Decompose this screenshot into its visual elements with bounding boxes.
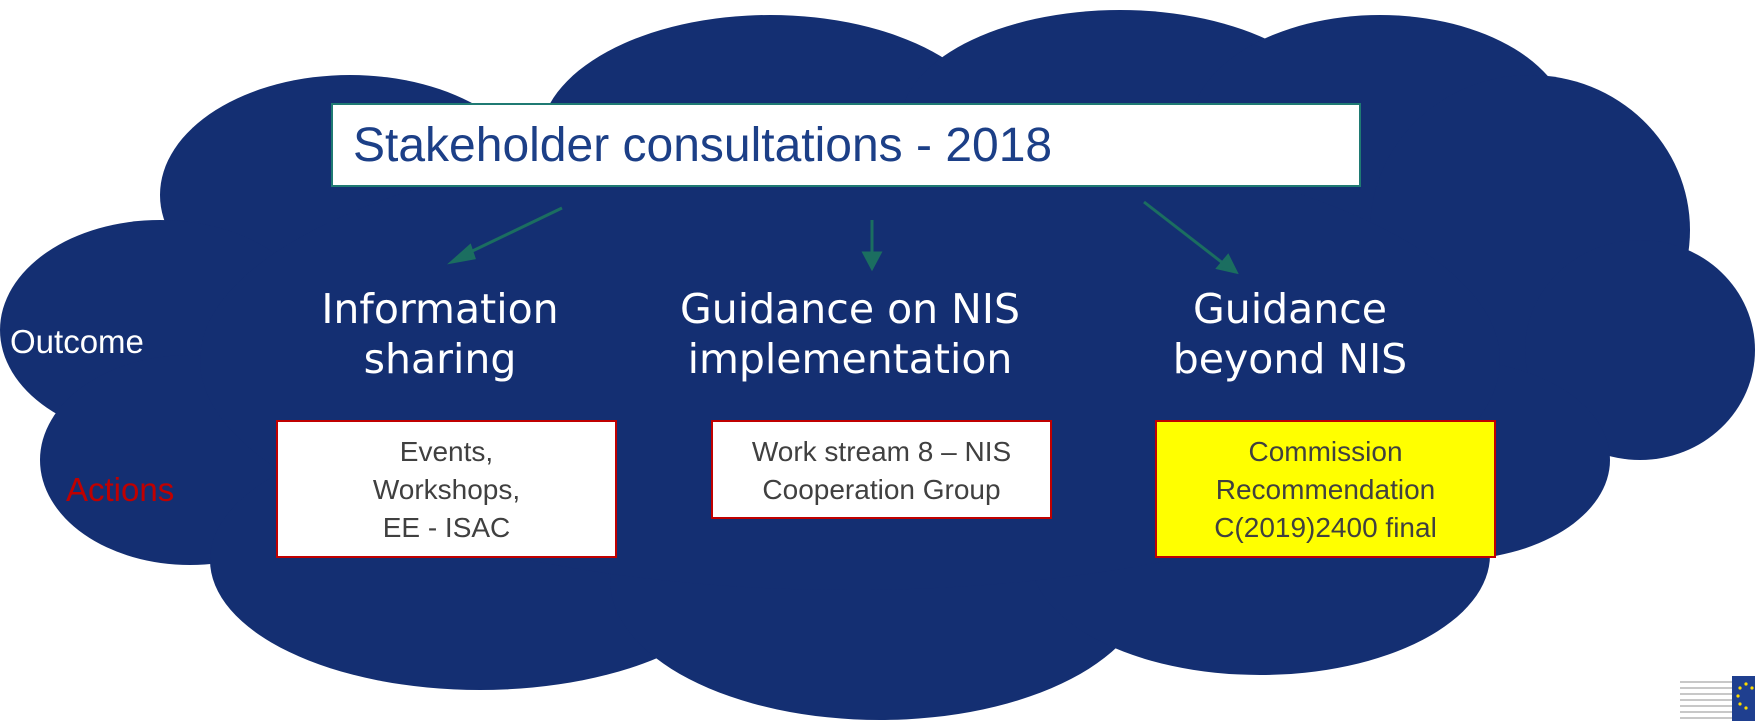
action-line: C(2019)2400 final: [1214, 512, 1437, 543]
eu-emblem-logo: [1680, 676, 1755, 721]
action-line: Commission: [1248, 436, 1403, 467]
outcome-heading-line: Guidance: [1192, 285, 1388, 333]
outcome-heading-line: Information: [321, 285, 559, 333]
action-line: Cooperation Group: [762, 473, 1001, 505]
arrow-left-head: [447, 243, 476, 265]
outcome-heading-line: beyond NIS: [1172, 335, 1408, 383]
outcome-label: Outcome: [10, 323, 144, 360]
arrow-left: [461, 206, 563, 258]
action-line: Workshops,: [372, 474, 521, 505]
action-box-work-stream: Work stream 8 – NIS Cooperation Group: [711, 420, 1052, 519]
arrow-middle-head: [861, 251, 883, 272]
outcome-heading-line: sharing: [363, 335, 517, 383]
action-box-information-sharing: Events, Workshops, EE - ISAC: [276, 420, 617, 558]
slide-title: Stakeholder consultations - 2018: [353, 118, 1053, 172]
outcome-heading-line: Guidance on NIS: [680, 285, 1020, 333]
arrows-group: [447, 200, 1239, 275]
outcome-heading-line: implementation: [687, 335, 1013, 383]
action-line: Events,: [399, 436, 494, 467]
outcome-guidance-nis-implementation: Guidance on NIS implementation: [650, 284, 1050, 384]
action-line: EE - ISAC: [382, 512, 511, 543]
action-box-commission-recommendation: Commission Recommendation C(2019)2400 fi…: [1155, 420, 1496, 558]
action-line: Work stream 8 – NIS: [751, 435, 1012, 467]
arrow-right: [1143, 200, 1225, 266]
arrow-right-head: [1215, 253, 1239, 275]
outcome-guidance-beyond-nis: Guidance beyond NIS: [1140, 284, 1440, 384]
action-line: Recommendation: [1215, 474, 1436, 505]
actions-label: Actions: [66, 471, 175, 508]
title-box: Stakeholder consultations - 2018: [331, 103, 1361, 187]
outcome-information-sharing: Information sharing: [290, 284, 590, 384]
